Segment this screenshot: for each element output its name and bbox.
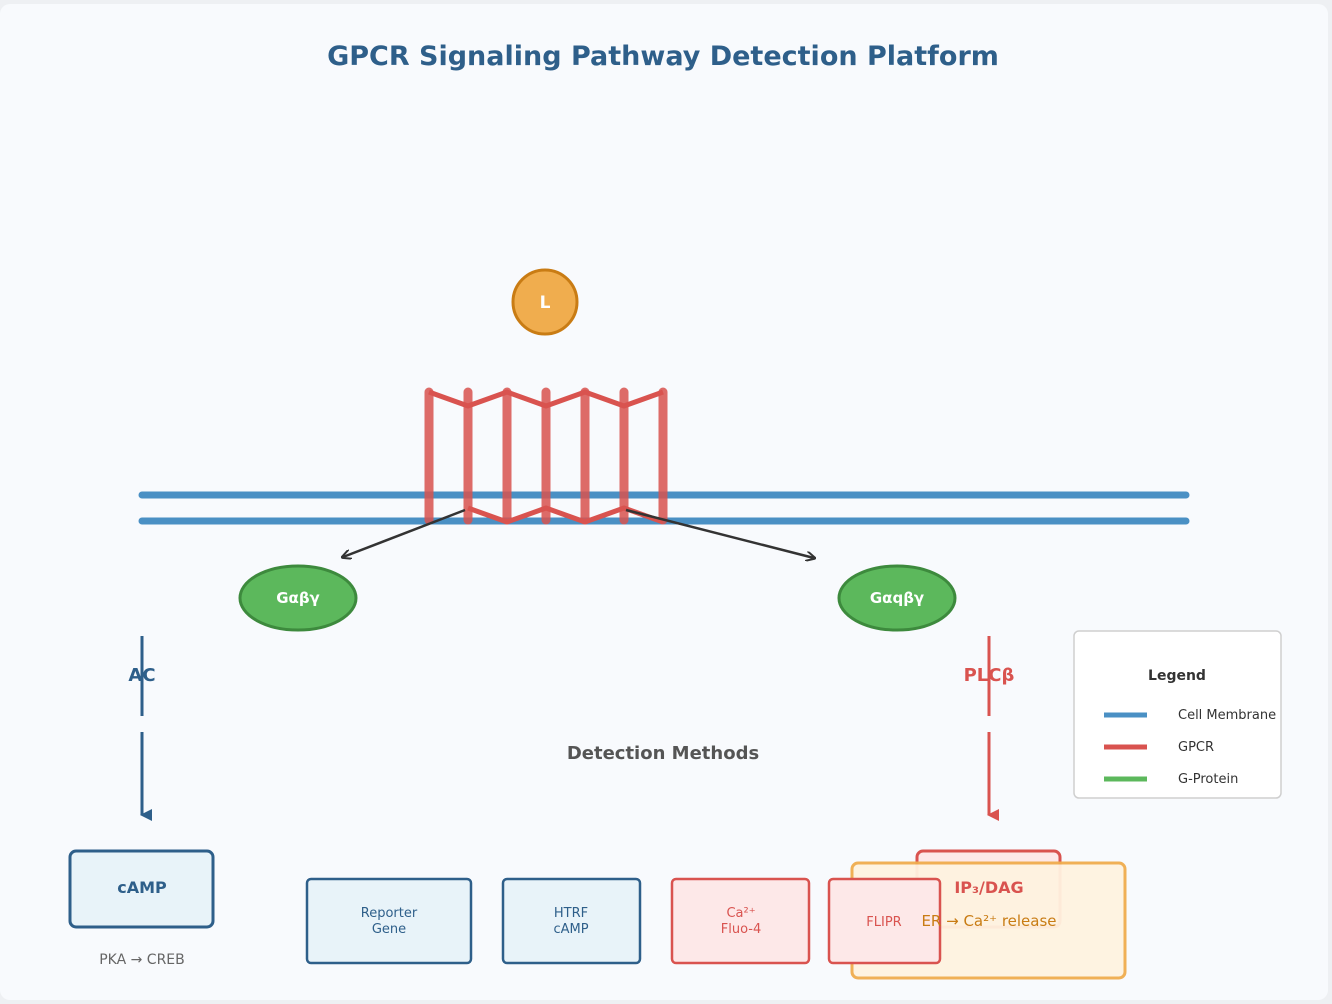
ligand-label: L bbox=[540, 293, 551, 313]
method-ca-line2: Fluo-4 bbox=[721, 922, 762, 937]
legend-title: Legend bbox=[1148, 668, 1206, 684]
legend-label-gpcr: GPCR bbox=[1178, 740, 1214, 755]
effector-ac: AC bbox=[128, 665, 155, 686]
ip3-downstream: ER → Ca²⁺ release bbox=[921, 912, 1056, 930]
method-htrf-line1: HTRF bbox=[554, 906, 588, 921]
method-ca-fluo4: Ca²⁺ Fluo-4 bbox=[670, 877, 811, 965]
camp-downstream: PKA → CREB bbox=[99, 952, 185, 968]
method-flipr-label: FLIPR bbox=[866, 915, 901, 930]
page-title: GPCR Signaling Pathway Detection Platfor… bbox=[327, 41, 999, 72]
arrow-to-gq bbox=[625, 508, 814, 558]
effector-plc: PLCβ bbox=[964, 665, 1015, 686]
method-reporter-line1: Reporter bbox=[361, 906, 418, 921]
method-flipr: FLIPR bbox=[827, 877, 942, 965]
camp-label: cAMP bbox=[117, 878, 167, 897]
legend-label-gprotein: G-Protein bbox=[1178, 772, 1238, 787]
method-reporter-line2: Gene bbox=[372, 922, 406, 937]
method-ca-line1: Ca²⁺ bbox=[726, 906, 755, 921]
g-protein-right-label: Gαqβγ bbox=[870, 589, 924, 607]
method-htrf-camp: HTRF cAMP bbox=[501, 877, 642, 965]
g-protein-left: Gαβγ bbox=[238, 564, 358, 632]
legend: Legend Cell Membrane GPCR G-Protein bbox=[1073, 630, 1282, 799]
g-protein-left-label: Gαβγ bbox=[276, 589, 320, 607]
g-protein-right: Gαqβγ bbox=[837, 564, 957, 632]
arrow-to-gs bbox=[343, 508, 466, 557]
legend-label-membrane: Cell Membrane bbox=[1178, 708, 1276, 723]
camp-box: cAMP bbox=[68, 849, 215, 929]
method-htrf-line2: cAMP bbox=[553, 922, 588, 937]
ip3-label: IP₃/DAG bbox=[954, 878, 1023, 897]
detection-heading: Detection Methods bbox=[567, 743, 759, 764]
gpcr-receptor bbox=[424, 387, 668, 525]
ligand: L bbox=[511, 268, 579, 336]
method-reporter-gene: Reporter Gene bbox=[305, 877, 473, 965]
